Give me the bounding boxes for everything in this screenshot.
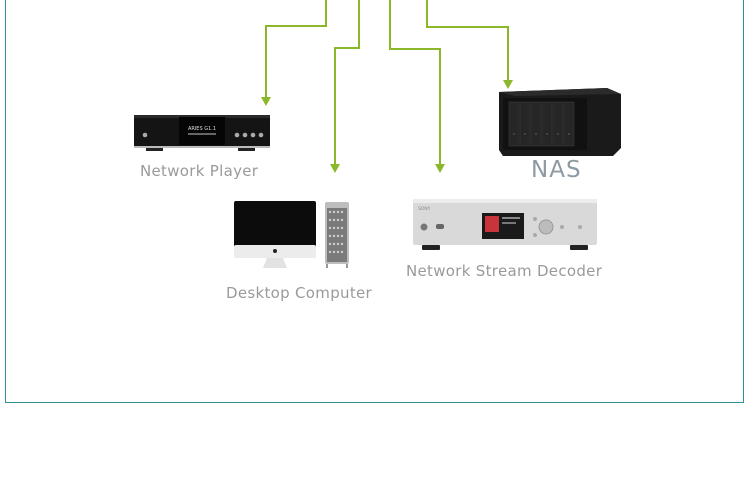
network-player-image: ARIES G1.1 [134, 115, 270, 151]
arrowhead-network-stream-decoder [435, 164, 445, 173]
connector-nas [426, 0, 509, 81]
connector-desktop-computer [334, 0, 360, 165]
network-player-label: Network Player [140, 162, 259, 180]
desktop-computer-image [234, 201, 349, 268]
network-stream-decoder-image: SONY [413, 199, 597, 250]
arrowhead-nas [503, 80, 513, 89]
nas-label: NAS [531, 157, 582, 183]
diagram-frame [5, 0, 744, 403]
arrowhead-desktop-computer [330, 164, 340, 173]
connector-network-player [265, 0, 327, 98]
arrowhead-network-player [261, 97, 271, 106]
desktop-computer-label: Desktop Computer [226, 284, 372, 302]
nas-image [499, 88, 621, 156]
connector-network-stream-decoder [389, 0, 441, 165]
decoder-brand-text: SONY [418, 206, 431, 212]
network-player-screen-text: ARIES G1.1 [188, 126, 216, 132]
network-stream-decoder-label: Network Stream Decoder [406, 262, 603, 280]
